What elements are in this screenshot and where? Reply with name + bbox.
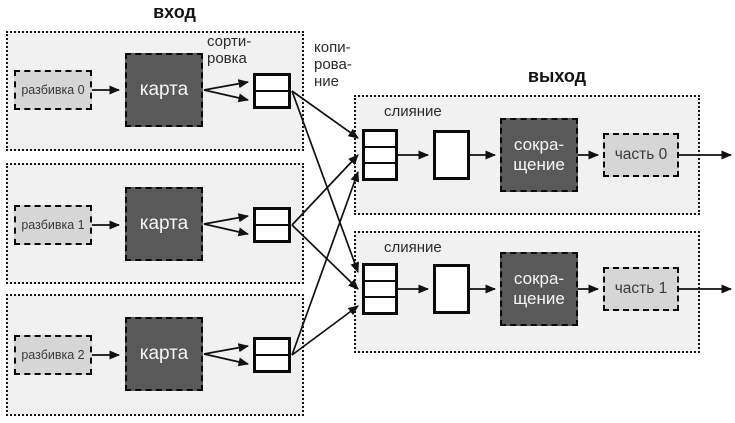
merge-buffer-1-cell — [365, 280, 395, 296]
merged-file-0 — [433, 130, 470, 180]
reduce-box-0: сокра- щение — [500, 118, 578, 192]
merge-label-0: слияние — [384, 103, 442, 120]
merge-label-1: слияние — [384, 239, 442, 256]
map-box-0: карта — [125, 53, 203, 127]
sort-buffer-2-cell — [256, 354, 288, 370]
map-box-2: карта — [125, 317, 203, 391]
input-section-title: вход — [153, 2, 196, 22]
sort-buffer-2 — [253, 337, 291, 373]
sort-buffer-0 — [253, 73, 291, 109]
map-box-1: карта — [125, 187, 203, 261]
sort-buffer-1 — [253, 207, 291, 243]
output-section-title: выход — [527, 66, 587, 86]
merge-buffer-0-cell — [365, 146, 395, 162]
sort-buffer-0-cell — [256, 90, 288, 106]
sort-buffer-2-cell — [256, 340, 288, 354]
merge-buffer-1 — [362, 263, 398, 315]
split-box-2: разбивка 2 — [14, 335, 92, 375]
part-box-0: часть 0 — [603, 133, 679, 177]
merge-buffer-0-cell — [365, 162, 395, 178]
split-box-1: разбивка 1 — [14, 205, 92, 245]
merge-buffer-0-cell — [365, 132, 395, 146]
split-box-0: разбивка 0 — [14, 70, 92, 110]
sort-label: сорти-ровка — [207, 33, 252, 67]
merged-file-0-cell — [436, 133, 467, 177]
copy-label: копи-рова-ние — [314, 39, 352, 90]
sort-buffer-1-cell — [256, 224, 288, 240]
merge-buffer-0 — [362, 129, 398, 181]
reduce-box-0-line2: щение — [513, 155, 565, 174]
reduce-box-1: сокра- щение — [500, 252, 578, 326]
reduce-box-1-line1: сокра- — [513, 269, 565, 288]
reduce-box-1-line2: щение — [513, 289, 565, 308]
merge-buffer-1-cell — [365, 266, 395, 280]
merged-file-1-cell — [436, 267, 467, 311]
reduce-box-0-line1: сокра- — [513, 135, 565, 154]
sort-buffer-0-cell — [256, 76, 288, 90]
merged-file-1 — [433, 264, 470, 314]
merge-buffer-1-cell — [365, 296, 395, 312]
part-box-1: часть 1 — [603, 267, 679, 311]
sort-buffer-1-cell — [256, 210, 288, 224]
